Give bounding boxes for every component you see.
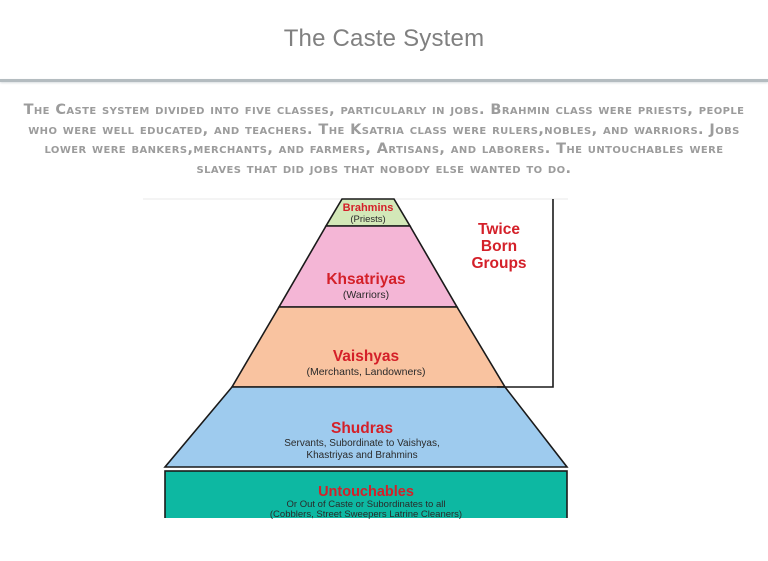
tier-sub-brahmins: (Priests) xyxy=(350,214,385,225)
tier-label-vaishyas: Vaishyas xyxy=(333,348,399,365)
slide-description: The Caste system divided into five class… xyxy=(23,102,745,177)
tier-label-brahmins: Brahmins xyxy=(343,202,394,214)
image-bottom-crop xyxy=(160,518,572,528)
twice-born-bracket xyxy=(497,199,554,388)
bracket-label-line-2: Born xyxy=(481,238,517,255)
bracket-label-line-1: Twice xyxy=(478,221,520,238)
tier-label-khsatriyas: Khsatriyas xyxy=(326,271,405,288)
tier-untouchables xyxy=(164,470,568,520)
tier-sub-vaishyas: (Merchants, Landowners) xyxy=(306,366,425,378)
tier-shudras xyxy=(163,386,569,468)
tier-label-untouchables: Untouchables xyxy=(318,484,414,500)
tier-sub-shudras-1: Servants, Subordinate to Vaishyas, xyxy=(284,438,439,449)
bracket-label-line-3: Groups xyxy=(471,255,526,272)
slide-title: The Caste System xyxy=(283,25,485,52)
tier-label-shudras: Shudras xyxy=(331,420,393,437)
tier-sub-untouchables-1: Or Out of Caste or Subordinates to all xyxy=(287,499,446,510)
tier-sub-shudras-2: Khastriyas and Brahmins xyxy=(306,450,417,461)
tier-sub-khsatriyas: (Warriors) xyxy=(343,289,389,301)
tier-sub-untouchables-2: (Cobblers, Street Sweepers Latrine Clean… xyxy=(270,509,462,520)
title-divider xyxy=(0,79,768,82)
